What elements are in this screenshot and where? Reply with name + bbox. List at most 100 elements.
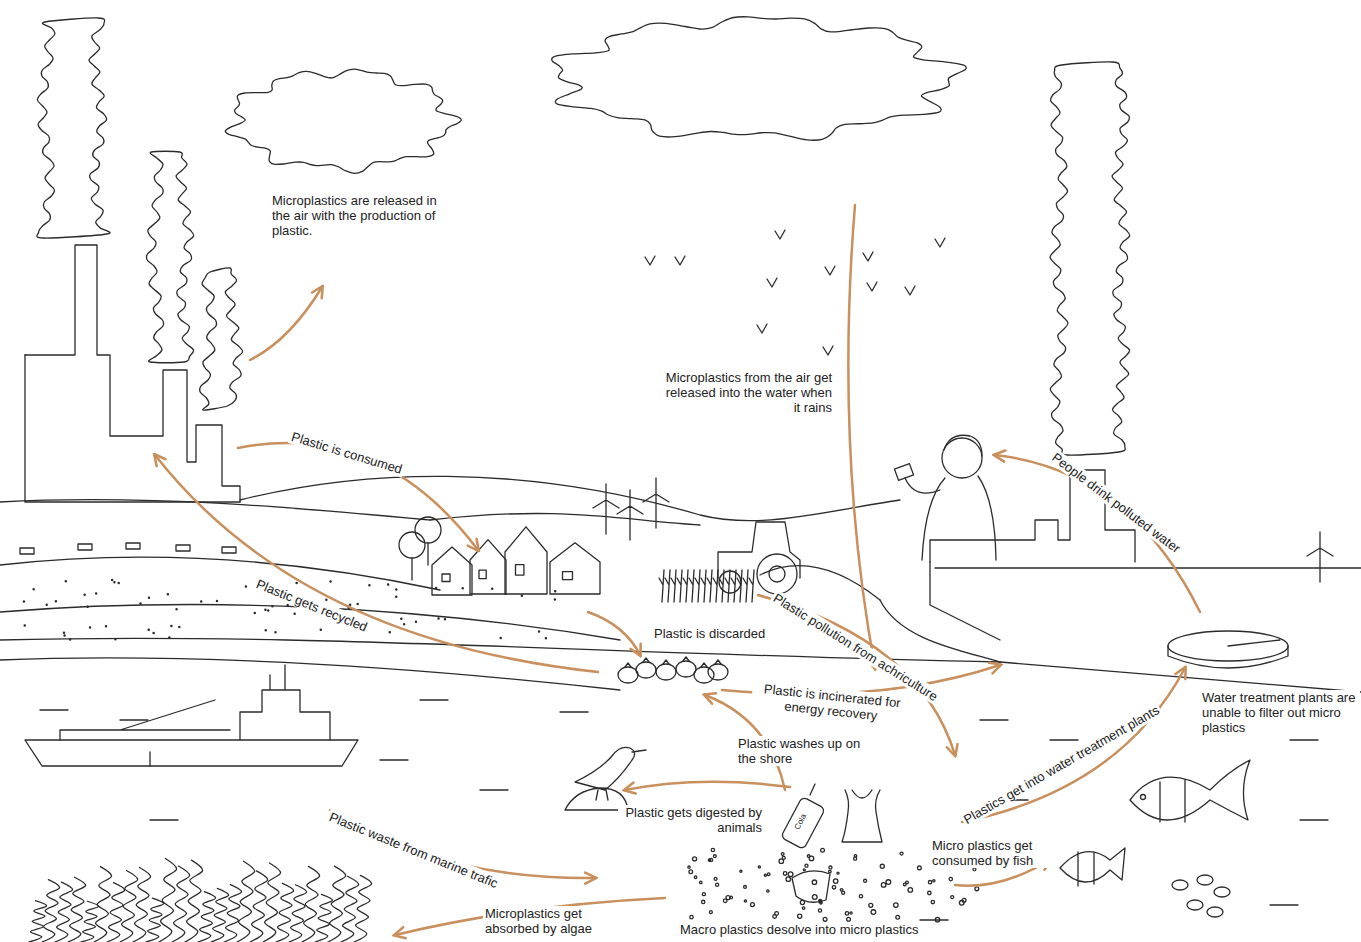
- water-treatment-plant: [1168, 640, 1288, 668]
- microplastic: [800, 900, 804, 904]
- flow-label: Micro plastics get consumed by fish: [930, 838, 1058, 868]
- microplastic: [821, 848, 825, 852]
- stipple: [287, 604, 288, 605]
- smoke-column: [200, 268, 243, 410]
- stipple: [245, 586, 246, 587]
- stipple: [65, 581, 66, 582]
- trash-bag: [636, 662, 656, 678]
- stipple: [462, 588, 463, 589]
- crop: [659, 570, 664, 602]
- algae: [315, 894, 333, 942]
- stipple: [148, 629, 149, 630]
- bird: [675, 256, 685, 265]
- flow-arrow: [758, 595, 955, 755]
- microplastic: [740, 870, 742, 872]
- stipple: [96, 593, 97, 594]
- bird: [905, 286, 915, 295]
- microplastic: [850, 912, 852, 914]
- microplastic: [802, 907, 804, 909]
- flow-arrow: [625, 782, 790, 790]
- microplastic: [819, 899, 822, 902]
- flow-arrow: [588, 612, 640, 655]
- microplastic: [847, 917, 851, 921]
- microplastic: [829, 866, 832, 869]
- trash-knot: [643, 658, 649, 662]
- person-hair: [944, 435, 982, 456]
- fish: [1060, 848, 1125, 886]
- stipple: [401, 618, 402, 619]
- algae: [42, 880, 60, 942]
- note: Water treatment plants are unable to fil…: [1200, 690, 1360, 735]
- water-line: [150, 819, 178, 820]
- road-edge: [0, 557, 440, 590]
- crop: [725, 570, 730, 602]
- microplastic: [975, 887, 979, 891]
- smoke-column: [1050, 62, 1130, 455]
- stipple: [179, 626, 180, 627]
- water-line: [560, 711, 588, 712]
- water-line: [380, 759, 408, 760]
- microplastic: [709, 911, 712, 914]
- stipple: [23, 601, 24, 602]
- rain-note: Microplastics from the air get released …: [658, 370, 834, 415]
- flow-label: Plastic waste from marine trafic: [325, 809, 502, 892]
- crop: [683, 570, 688, 602]
- stipple: [396, 596, 397, 597]
- trash-knot: [625, 663, 631, 667]
- microplastic: [949, 877, 952, 880]
- stipple: [275, 632, 276, 633]
- cloud: [225, 69, 461, 173]
- stipple: [169, 637, 170, 638]
- crop: [689, 570, 694, 602]
- stipple: [176, 609, 177, 610]
- fish: [1130, 760, 1250, 822]
- microplastic: [935, 917, 939, 921]
- water-line: [120, 719, 148, 720]
- person-head: [942, 438, 982, 478]
- microplastic: [786, 877, 791, 882]
- flow-label: Plastic is incinerated for energy recove…: [750, 680, 912, 727]
- microplastic: [818, 909, 821, 912]
- flow-label: Plastic gets digested by animals: [618, 805, 764, 835]
- microplastic: [928, 880, 931, 883]
- window: [479, 570, 486, 579]
- microplastic: [798, 914, 802, 918]
- algae: [276, 883, 294, 942]
- factory: [930, 562, 1000, 640]
- microplastic: [694, 876, 697, 879]
- microplastic: [702, 900, 705, 903]
- microplastic: [805, 864, 808, 867]
- stipple: [171, 625, 172, 626]
- microplastic: [750, 903, 754, 907]
- microplastic: [880, 864, 884, 868]
- road-mark: [222, 547, 236, 553]
- small-fish: [1187, 900, 1203, 910]
- flow-arrows: [155, 205, 1200, 935]
- crop: [737, 570, 742, 602]
- microplastic: [845, 912, 848, 915]
- stipple: [388, 584, 389, 585]
- stipple: [140, 603, 141, 604]
- trash-knot: [715, 660, 721, 664]
- microplastic: [714, 877, 717, 880]
- house: [432, 547, 472, 595]
- microplastic: [767, 890, 769, 892]
- algae: [159, 859, 177, 942]
- stipple: [148, 597, 149, 598]
- flow-arrow: [848, 205, 875, 668]
- flow-label: Plastics get into water treatment plants: [959, 701, 1163, 828]
- house: [550, 543, 600, 594]
- cloud: [552, 17, 966, 141]
- microplastic: [744, 885, 747, 888]
- small-fish: [1197, 875, 1213, 885]
- bird: [867, 282, 877, 291]
- bird: [775, 230, 785, 239]
- stipple: [33, 589, 34, 590]
- stipple: [444, 619, 445, 620]
- stipple: [349, 604, 350, 605]
- stipple: [357, 604, 358, 605]
- stipple: [521, 595, 522, 596]
- bird: [767, 278, 777, 287]
- plastic-bag: [842, 790, 882, 842]
